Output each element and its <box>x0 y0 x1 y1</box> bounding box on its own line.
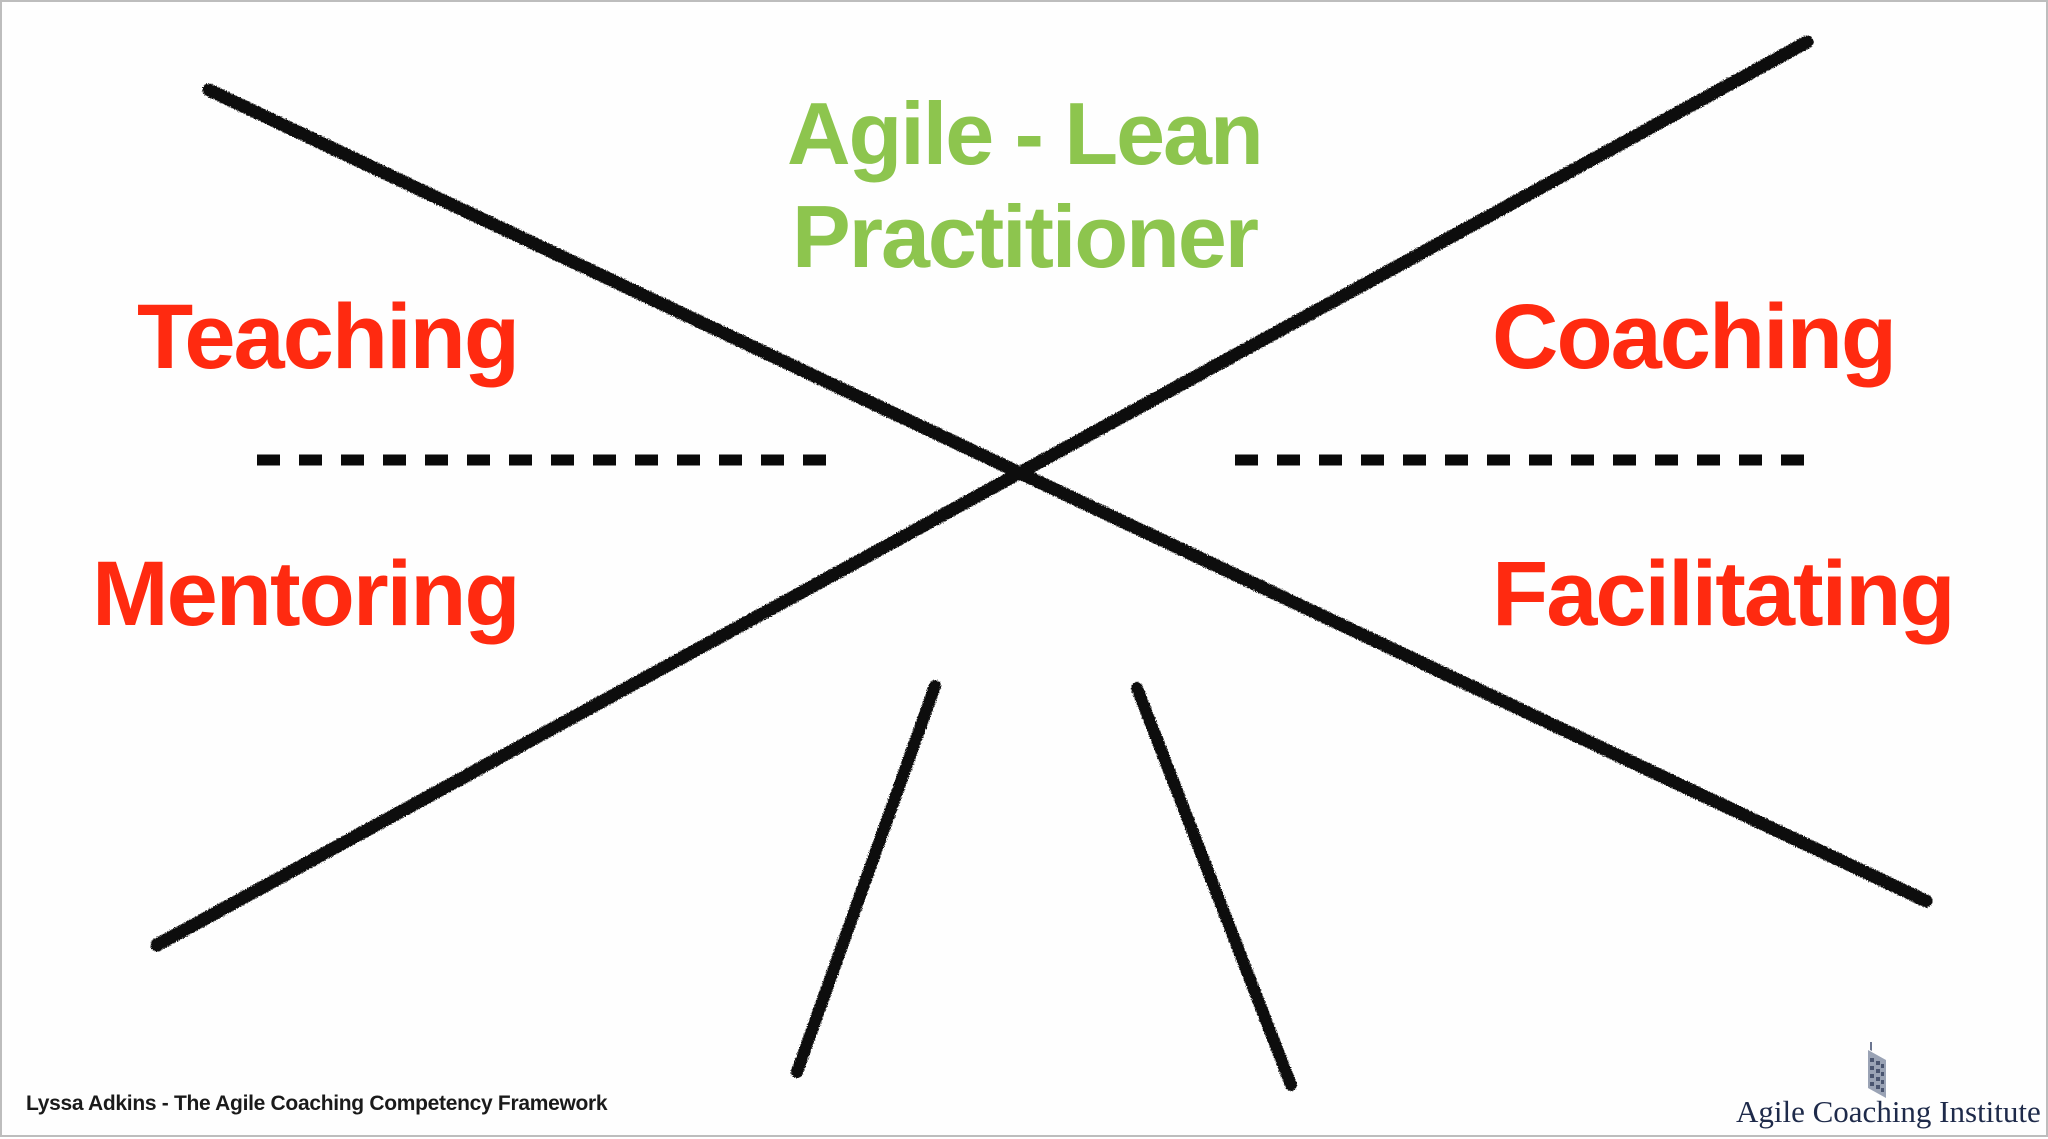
center-path-right-line <box>1131 682 1297 1091</box>
diagonal-line-descending <box>202 83 1933 908</box>
stance-title-line-1: Agile - Lean <box>787 84 1264 183</box>
label-facilitating: Facilitating <box>1492 543 1956 645</box>
logo-mark-icon <box>1868 1042 1886 1098</box>
diagonal-line-ascending <box>150 35 1814 952</box>
label-mentoring: Mentoring <box>92 543 521 645</box>
logo-text: Agile Coaching Institute <box>1736 1094 2041 1129</box>
source-credit: Lyssa Adkins - The Agile Coaching Compet… <box>26 1092 608 1115</box>
label-coaching: Coaching <box>1492 286 1897 388</box>
center-path-left-line <box>791 680 941 1078</box>
institute-logo: Agile Coaching Institute <box>1732 1042 2042 1132</box>
stance-title-line-2: Practitioner <box>792 187 1259 286</box>
label-teaching: Teaching <box>137 286 520 388</box>
